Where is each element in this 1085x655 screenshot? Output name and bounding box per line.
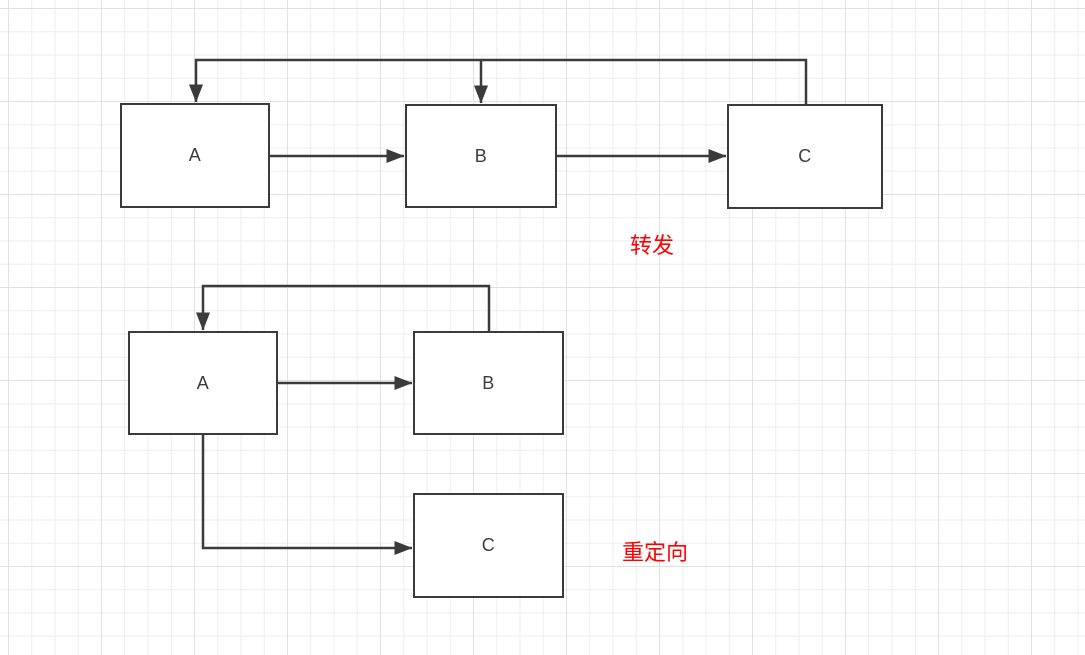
node-redirect-c-label: C: [481, 535, 496, 555]
node-redirect-c: C: [413, 493, 564, 598]
node-forward-b-label: B: [474, 145, 488, 166]
node-forward-c: C: [727, 104, 883, 209]
node-forward-c-label: C: [798, 146, 812, 166]
node-forward-a: A: [120, 103, 270, 208]
edge-redirect-b-to-a: [196, 284, 491, 331]
edge-forward-c-to-a: [189, 58, 808, 104]
node-redirect-a-label: A: [196, 372, 210, 393]
node-forward-a-label: A: [188, 145, 202, 165]
label-forward: 转发: [630, 233, 675, 258]
node-redirect-a: A: [128, 331, 278, 435]
edge-redirect-a-to-c: [201, 435, 413, 555]
node-redirect-b: B: [413, 331, 564, 435]
label-redirect: 重定向: [622, 540, 689, 565]
node-forward-b: B: [405, 104, 557, 208]
node-redirect-b-label: B: [482, 372, 495, 393]
